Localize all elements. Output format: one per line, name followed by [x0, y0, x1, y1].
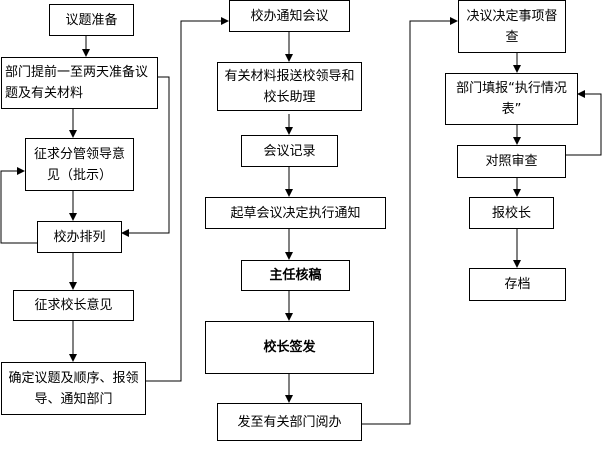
step-check-review: 对照审查 — [457, 145, 566, 178]
arrow — [145, 17, 229, 382]
step-confirm-topics: 确定议题及顺序、报领导、通知部门 — [1, 362, 146, 415]
step-archive: 存档 — [469, 268, 566, 301]
step-draft-notice: 起草会议决定执行通知 — [205, 197, 386, 229]
step-meeting-minutes: 会议记录 — [241, 135, 338, 167]
arrow — [361, 17, 458, 425]
step-topic-prep: 议题准备 — [49, 4, 134, 36]
arrow — [565, 90, 602, 156]
step-distribute: 发至有关部门阅办 — [217, 403, 362, 441]
step-send-materials: 有关材料报送校领导和校长助理 — [217, 62, 362, 111]
step-seek-leader-opinion: 征求分管领导意见（批示） — [25, 138, 134, 191]
arrow — [0, 167, 37, 244]
step-dept-prepare-materials: 部门提前一至两天准备议题及有关材料 — [1, 57, 158, 109]
arrow — [121, 76, 170, 237]
step-notify-meeting: 校办通知会议 — [229, 0, 350, 32]
step-office-arrange: 校办排列 — [37, 221, 122, 253]
step-supervise-decisions: 决议决定事项督查 — [458, 0, 566, 53]
step-report-principal: 报校长 — [469, 197, 554, 229]
step-director-review: 主任核稿 — [241, 260, 350, 291]
step-principal-sign: 校长签发 — [205, 321, 374, 374]
step-dept-fill-report: 部门填报“执行情况表” — [445, 73, 578, 125]
step-seek-principal-opinion: 征求校长意见 — [13, 290, 134, 321]
